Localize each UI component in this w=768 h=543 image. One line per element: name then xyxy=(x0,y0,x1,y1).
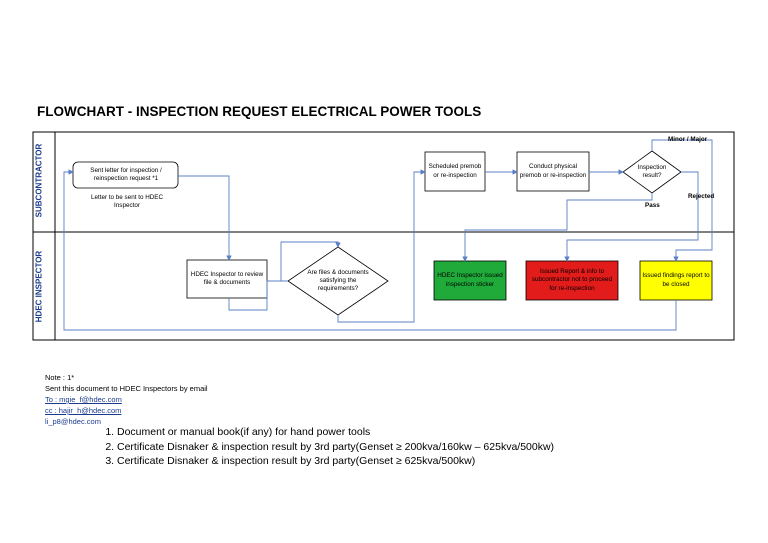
notes-section: Note : 1* Sent this document to HDEC Ins… xyxy=(45,372,208,427)
issued-sticker-box xyxy=(433,260,507,301)
sent-letter-node: Sent letter for inspection / reinspectio… xyxy=(90,166,162,182)
edge-label-pass: Pass xyxy=(645,202,660,209)
edge-label-minor-major: Minor / Major xyxy=(668,136,708,143)
edge-minor-major xyxy=(651,139,713,262)
email-cc-link[interactable]: cc : hajir_h@hdec.com xyxy=(45,406,122,415)
files-decision-node: Are files & documents satisfying the req… xyxy=(307,268,369,293)
note-text: Sent this document to HDEC Inspectors by… xyxy=(45,384,208,393)
list-item: Certificate Disnaker & inspection result… xyxy=(117,454,554,469)
scheduled-premob-node: Scheduled premob or re-inspection xyxy=(428,163,482,179)
issued-report-box xyxy=(525,260,619,301)
issued-report-node: Issued Report & info to subcontractor no… xyxy=(531,268,613,292)
diagram-frame xyxy=(32,131,735,341)
edge-decision-no-back xyxy=(267,241,341,282)
note-label: Note : 1* xyxy=(45,373,75,382)
conduct-premob-node: Conduct physical premob or re-inspection xyxy=(519,163,587,179)
lane-label-hdec-inspector: HDEC INSPECTOR xyxy=(34,250,44,323)
documents-list: Document or manual book(if any) for hand… xyxy=(100,425,554,469)
email-extra-link[interactable]: li_p8@hdec.com xyxy=(45,417,101,426)
edge-rejected xyxy=(564,171,699,262)
email-to-link[interactable]: To : mgie_f@hdec.com xyxy=(45,395,122,404)
issued-findings-node: Issued findings report to be closed xyxy=(642,272,710,288)
conduct-premob-box xyxy=(516,151,590,192)
page-title: FLOWCHART - INSPECTION REQUEST ELECTRICA… xyxy=(37,104,482,119)
letter-note: Letter to be sent to HDEC Inspector xyxy=(90,194,164,210)
edge-pass xyxy=(462,193,653,262)
issued-sticker-node: HDEC Inspector issued inspection sticker xyxy=(437,272,503,288)
edge-findings-return xyxy=(63,169,677,331)
edge-label-rejected: Rejected xyxy=(688,193,715,200)
list-item: Document or manual book(if any) for hand… xyxy=(117,425,554,440)
edge-letter-to-review xyxy=(178,175,232,261)
edge-decision-yes xyxy=(337,169,426,323)
review-file-node: HDEC Inspector to review file & document… xyxy=(190,270,264,286)
inspection-result-node: Inspection result? xyxy=(637,163,667,179)
list-item: Certificate Disnaker & inspection result… xyxy=(117,440,554,455)
review-file-box xyxy=(186,259,268,299)
lane-label-subcontractor: SUBCONTRACTOR xyxy=(34,143,44,218)
sent-letter-box xyxy=(72,161,179,189)
